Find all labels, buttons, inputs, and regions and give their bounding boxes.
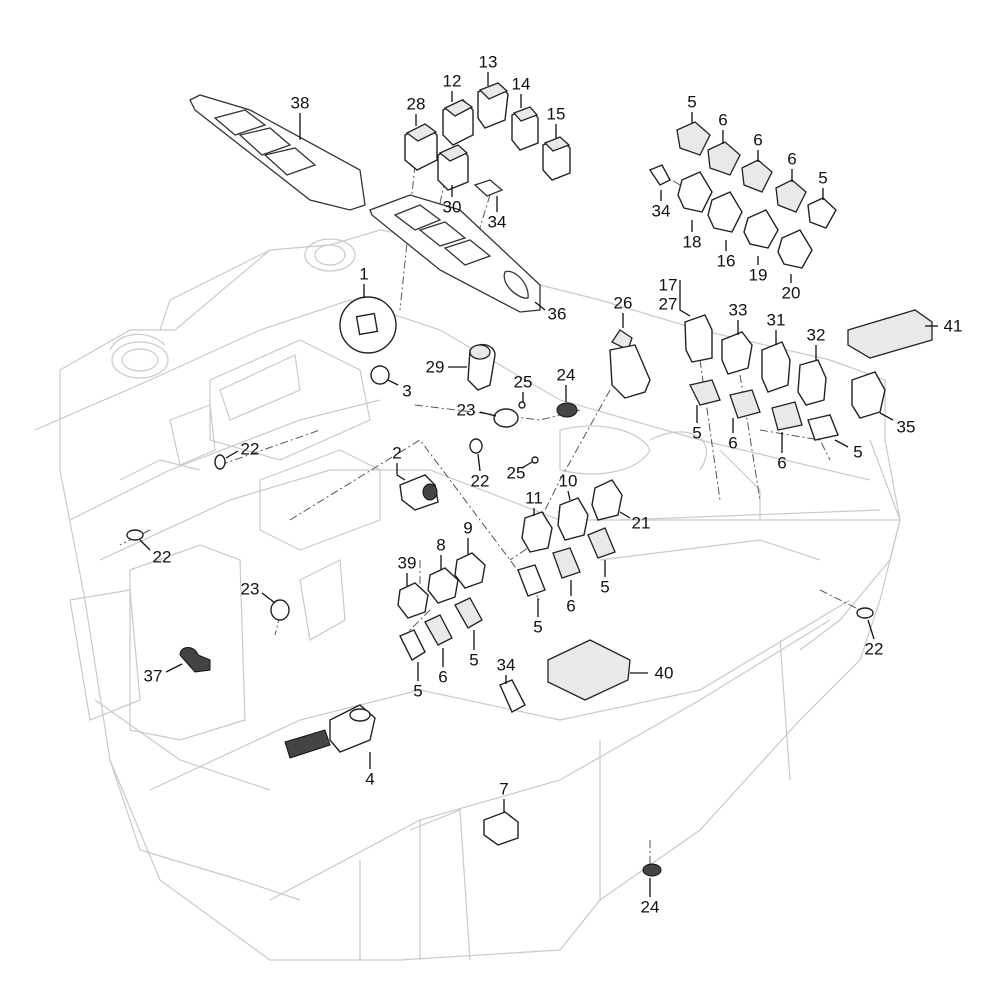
callout-5: 5 (600, 577, 610, 597)
callout-22: 22 (240, 439, 260, 459)
callout-12: 12 (442, 71, 462, 91)
callout-6: 6 (718, 110, 728, 130)
callout-18: 18 (682, 232, 702, 252)
callout-5: 5 (469, 650, 479, 670)
callout-22: 22 (864, 639, 884, 659)
callout-40: 40 (654, 663, 674, 683)
callout-5: 5 (692, 423, 702, 443)
callout-5: 5 (533, 617, 543, 637)
callout-23: 23 (240, 579, 260, 599)
callout-10: 10 (558, 471, 578, 491)
callout-39: 39 (397, 553, 417, 573)
callout-37: 37 (143, 666, 163, 686)
callout-9: 9 (463, 518, 473, 538)
callout-3: 3 (402, 381, 412, 401)
callout-5: 5 (413, 681, 423, 701)
callout-38: 38 (290, 93, 310, 113)
callout-25: 25 (513, 372, 533, 392)
callout-24: 24 (640, 897, 660, 917)
callout-2: 2 (392, 443, 402, 463)
callout-30: 30 (442, 197, 462, 217)
callout-14: 14 (511, 74, 531, 94)
callout-5: 5 (818, 168, 828, 188)
callout-41: 41 (943, 316, 963, 336)
callout-22: 22 (152, 547, 172, 567)
callout-28: 28 (406, 94, 426, 114)
callout-23: 23 (456, 400, 476, 420)
callout-7: 7 (499, 779, 509, 799)
callout-33: 33 (728, 300, 748, 320)
misc-components (126, 343, 874, 877)
callout-24: 24 (556, 365, 576, 385)
switches-middle-right (684, 309, 933, 441)
joystick-26 (609, 329, 651, 399)
gauge-1 (339, 296, 397, 354)
callout-8: 8 (436, 535, 446, 555)
callout-25: 25 (506, 463, 526, 483)
switch-housings-right (648, 121, 837, 269)
callout-6: 6 (566, 596, 576, 616)
callout-15: 15 (546, 104, 566, 124)
callout-27: 27 (658, 294, 678, 314)
callout-32: 32 (806, 325, 826, 345)
callout-31: 31 (766, 310, 786, 330)
panel-38 (189, 94, 366, 211)
callout-5: 5 (687, 92, 697, 112)
callout-36: 36 (547, 304, 567, 324)
callout-17: 17 (658, 275, 678, 295)
callout-26: 26 (613, 293, 633, 313)
leader-lines (139, 72, 938, 897)
callout-29: 29 (425, 357, 445, 377)
rocker-switches-top (404, 82, 571, 197)
callout-19: 19 (748, 265, 768, 285)
callout-6: 6 (753, 130, 763, 150)
callout-6: 6 (438, 667, 448, 687)
callout-4: 4 (365, 769, 375, 789)
callout-5: 5 (853, 442, 863, 462)
callout-1: 1 (359, 264, 369, 284)
callout-21: 21 (631, 513, 651, 533)
callout-35: 35 (896, 417, 916, 437)
callout-34: 34 (487, 212, 507, 232)
callout-20: 20 (781, 283, 801, 303)
callout-13: 13 (478, 52, 498, 72)
cab-frame-outline (34, 229, 901, 961)
callout-6: 6 (787, 149, 797, 169)
switches-lower-center (397, 479, 623, 661)
panel-36 (369, 194, 541, 313)
callout-11: 11 (525, 488, 543, 508)
callout-6: 6 (728, 433, 738, 453)
callout-6: 6 (777, 453, 787, 473)
callout-22: 22 (470, 471, 490, 491)
callout-34: 34 (496, 655, 516, 675)
callout-16: 16 (716, 251, 736, 271)
callout-34: 34 (651, 201, 671, 221)
